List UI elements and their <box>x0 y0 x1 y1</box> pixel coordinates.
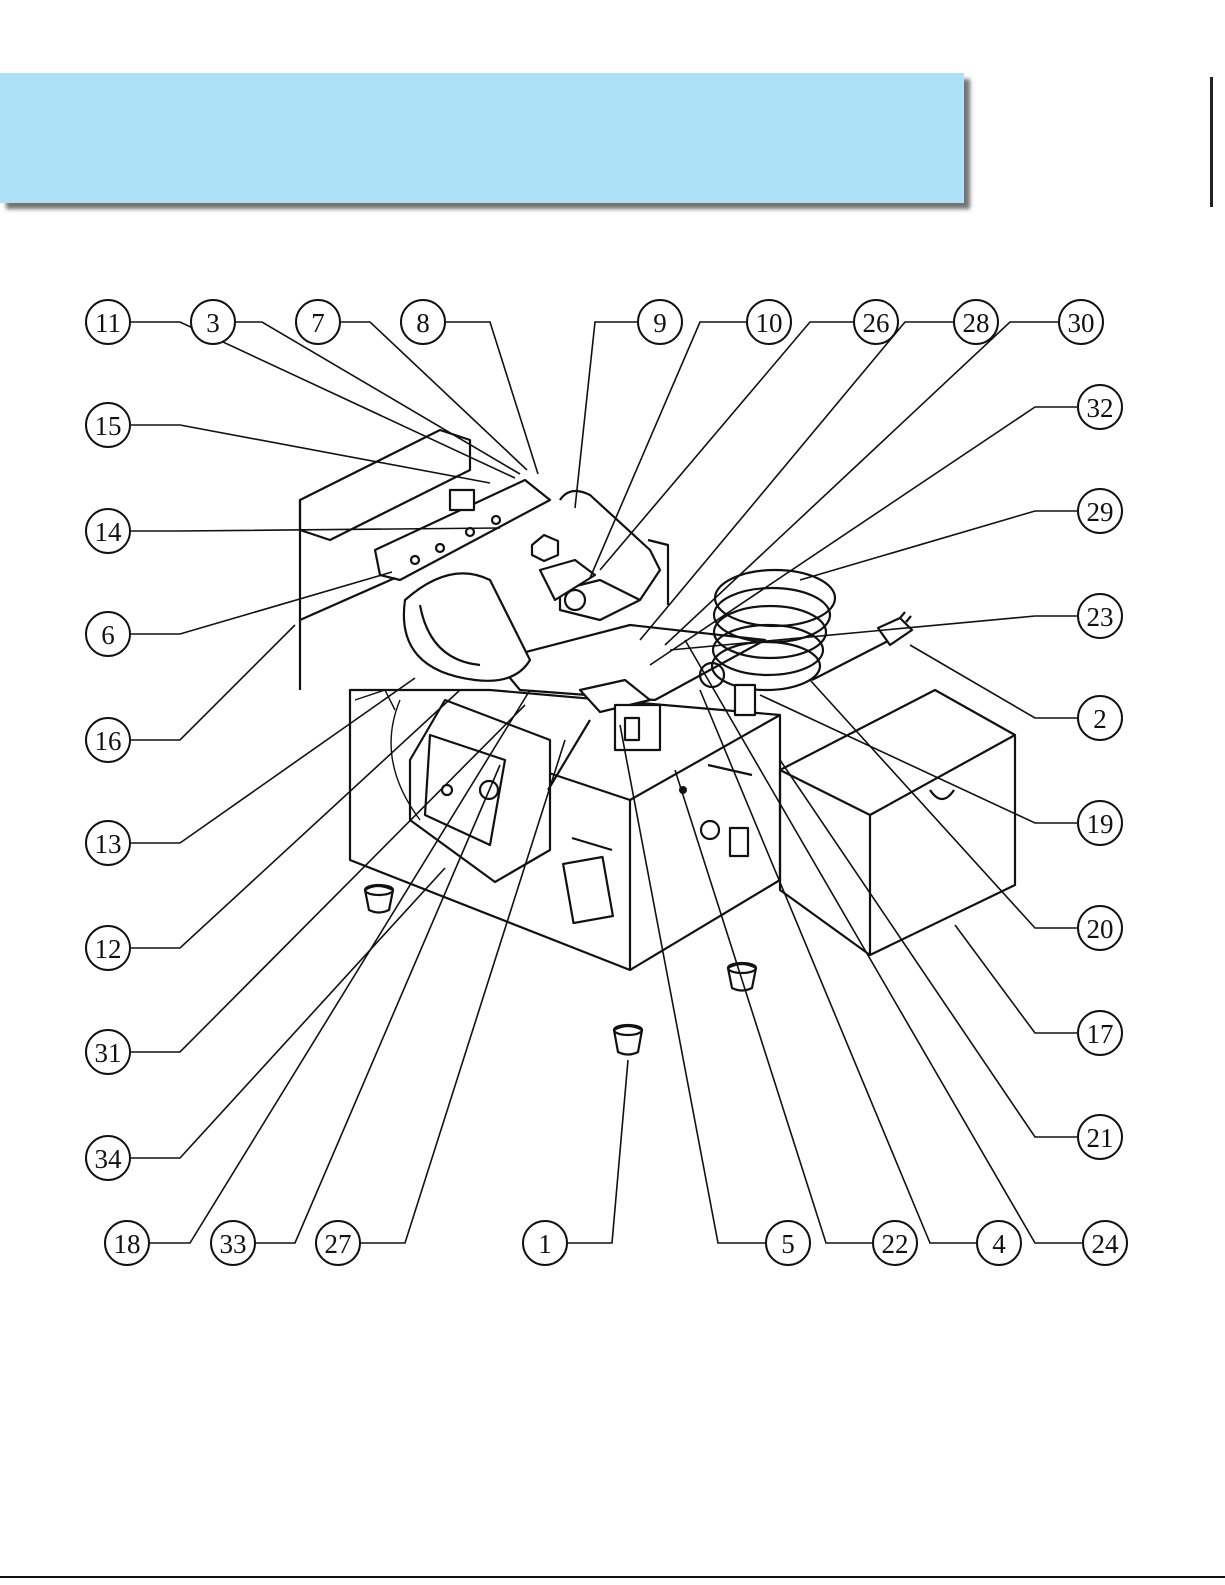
rubber-foot-1 <box>365 885 393 913</box>
callout-number: 4 <box>992 1229 1006 1259</box>
rubber-foot-2 <box>728 963 756 991</box>
callout-number: 9 <box>653 308 667 338</box>
callout-28: 28 <box>954 300 998 344</box>
callout-number: 31 <box>95 1038 122 1068</box>
callout-number: 33 <box>220 1229 247 1259</box>
callout-number: 24 <box>1092 1229 1120 1259</box>
callout-24: 24 <box>1083 1221 1127 1265</box>
callout-1: 1 <box>523 1221 567 1265</box>
callout-31: 31 <box>86 1030 130 1074</box>
machine-drawing <box>300 430 1015 1055</box>
callout-number: 19 <box>1087 809 1114 839</box>
callout-22: 22 <box>873 1221 917 1265</box>
callout-number: 2 <box>1093 704 1107 734</box>
callout-number: 34 <box>95 1144 123 1174</box>
callout-13: 13 <box>86 821 130 865</box>
callout-20: 20 <box>1078 906 1122 950</box>
callout-number: 5 <box>781 1229 795 1259</box>
callout-number: 15 <box>95 411 122 441</box>
callout-19: 19 <box>1078 801 1122 845</box>
callout-17: 17 <box>1078 1011 1122 1055</box>
callout-number: 7 <box>311 308 325 338</box>
heat-pad <box>404 573 530 681</box>
callout-27: 27 <box>316 1221 360 1265</box>
relay <box>735 685 755 715</box>
callout-number: 6 <box>101 620 115 650</box>
callout-number: 32 <box>1087 393 1114 423</box>
callout-26: 26 <box>854 300 898 344</box>
callout-21: 21 <box>1078 1115 1122 1159</box>
callout-4: 4 <box>977 1221 1021 1265</box>
callout-9: 9 <box>638 300 682 344</box>
callout-number: 10 <box>756 308 783 338</box>
callout-6: 6 <box>86 612 130 656</box>
callout-number: 13 <box>95 829 122 859</box>
callout-10: 10 <box>747 300 791 344</box>
callout-number: 29 <box>1087 497 1114 527</box>
callout-5: 5 <box>766 1221 810 1265</box>
callout-number: 28 <box>963 308 990 338</box>
callout-number: 22 <box>882 1229 909 1259</box>
callout-number: 16 <box>95 726 122 756</box>
callout-34: 34 <box>86 1136 130 1180</box>
callout-30: 30 <box>1059 300 1103 344</box>
callout-number: 26 <box>863 308 890 338</box>
callout-12: 12 <box>86 926 130 970</box>
callout-3: 3 <box>191 300 235 344</box>
callout-11: 11 <box>86 300 130 344</box>
coil-cable <box>712 570 835 690</box>
callout-number: 30 <box>1068 308 1095 338</box>
callout-number: 14 <box>95 517 123 547</box>
callout-33: 33 <box>211 1221 255 1265</box>
callout-number: 8 <box>416 308 430 338</box>
bottom-rule <box>0 1576 1225 1578</box>
callout-16: 16 <box>86 718 130 762</box>
adjust-knob <box>532 535 558 561</box>
callout-number: 27 <box>325 1229 352 1259</box>
callout-number: 18 <box>114 1229 141 1259</box>
callout-number: 23 <box>1087 602 1114 632</box>
callout-number: 20 <box>1087 914 1114 944</box>
callout-7: 7 <box>296 300 340 344</box>
callout-18: 18 <box>105 1221 149 1265</box>
callout-32: 32 <box>1078 385 1122 429</box>
callout-8: 8 <box>401 300 445 344</box>
callout-15: 15 <box>86 403 130 447</box>
callout-number: 1 <box>538 1229 552 1259</box>
callout-14: 14 <box>86 509 130 553</box>
callout-29: 29 <box>1078 489 1122 533</box>
callout-number: 21 <box>1087 1123 1114 1153</box>
callout-number: 12 <box>95 934 122 964</box>
callout-number: 11 <box>95 308 121 338</box>
callout-23: 23 <box>1078 594 1122 638</box>
callout-number: 3 <box>206 308 220 338</box>
callout-2: 2 <box>1078 696 1122 740</box>
callout-number: 17 <box>1087 1019 1114 1049</box>
rubber-foot-3 <box>614 1025 642 1055</box>
